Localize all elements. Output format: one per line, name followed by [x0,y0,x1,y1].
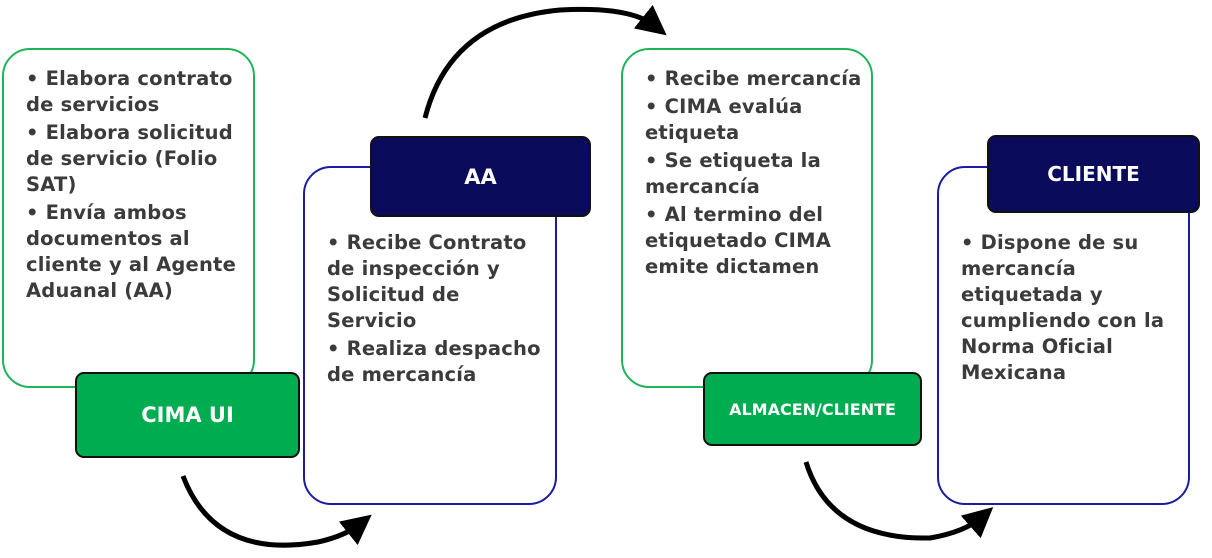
step-aa-card: Recibe Contrato de inspección y Solicitu… [303,166,557,505]
step-item: Realiza despacho de mercancía [327,336,547,388]
label-cliente: CLIENTE [987,135,1200,213]
step-item: Elabora solicitud de servicio (Folio SAT… [26,120,243,198]
step-item: Dispone de su mercancía etiquetada y cum… [961,230,1180,386]
step-item: Al termino del etiquetado CIMA emite dic… [645,202,863,280]
label-almacen-cliente: ALMACEN/CLIENTE [703,372,922,446]
label-cima-ui: CIMA UI [75,372,300,458]
step-cliente-card: Dispone de su mercancía etiquetada y cum… [937,166,1190,505]
arrow-cima-to-aa [180,475,372,548]
step-item: Recibe Contrato de inspección y Solicitu… [327,230,547,334]
arrow-aa-to-almacen [422,4,667,119]
step-item: Se etiqueta la mercancía [645,148,863,200]
label-aa: AA [370,136,591,217]
step-almacen-card: Recibe mercancía CIMA evalúa etiqueta Se… [621,48,873,388]
step-item: Envía ambos documentos al cliente y al A… [26,200,243,304]
step-item: Elabora contrato de servicios [26,66,243,118]
step-item: Recibe mercancía [645,66,863,92]
step-cima-ui-card: Elabora contrato de servicios Elabora so… [2,48,255,388]
step-item: CIMA evalúa etiqueta [645,94,863,146]
arrow-almacen-to-cliente [803,461,994,541]
